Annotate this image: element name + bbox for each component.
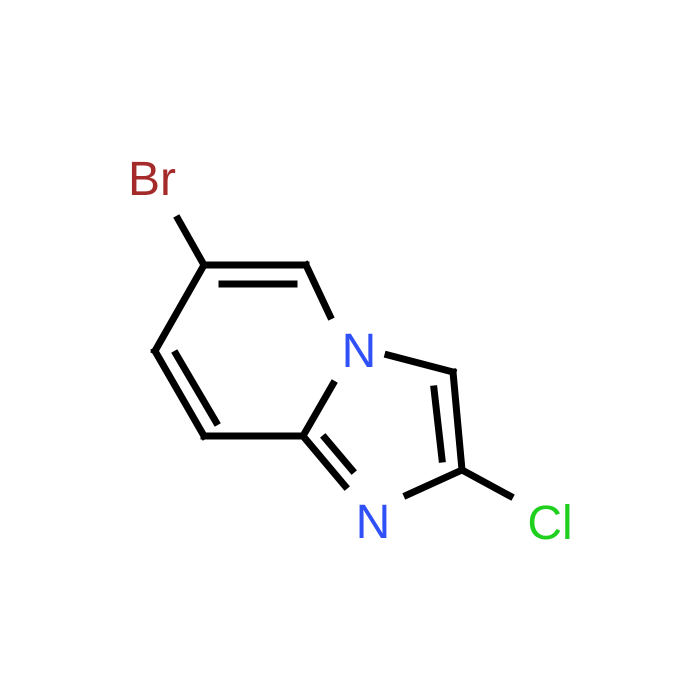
- bond-c2-n1: [402, 465, 467, 500]
- atom-labels: Br N N Cl: [128, 153, 573, 550]
- bond-c6-c7: [150, 260, 209, 356]
- atom-label-cl: Cl: [527, 497, 572, 550]
- bonds: [150, 214, 515, 501]
- bond-c8a-n1: [298, 431, 350, 491]
- atom-label-br: Br: [128, 153, 176, 206]
- bond-c5-n4: [301, 260, 335, 321]
- bond-c6-br: [173, 214, 209, 270]
- bond-c2-cl: [457, 465, 515, 501]
- bond-c3-c2: [449, 368, 466, 474]
- bond-c7-c8-inner: [171, 349, 221, 427]
- bond-c7-c8: [150, 346, 209, 441]
- atom-label-n-ring: N: [356, 496, 391, 549]
- bond-c3-c2-inner: [430, 385, 446, 463]
- atom-label-n-bridge: N: [342, 325, 377, 378]
- bond-n4-c3: [383, 350, 458, 377]
- bond-c8a-n4: [298, 379, 338, 441]
- bond-c8a-n1-inner: [320, 433, 357, 475]
